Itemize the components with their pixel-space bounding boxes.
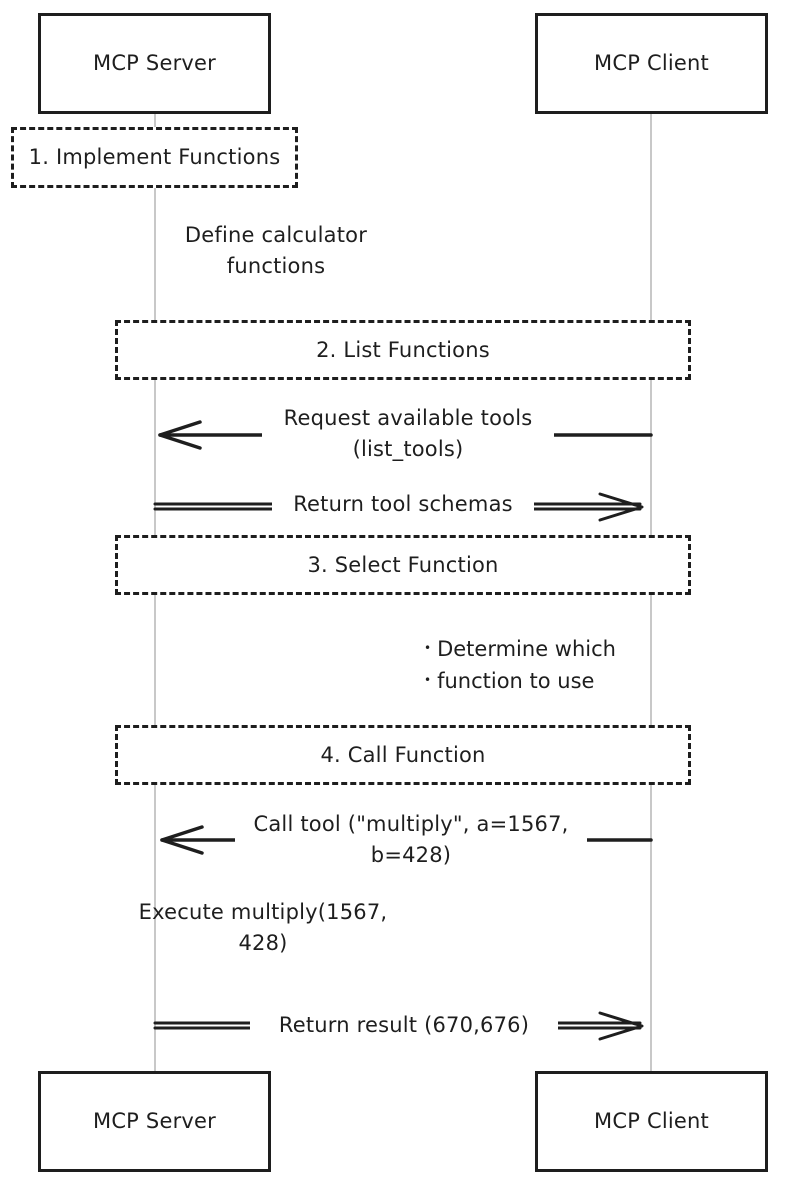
client-participant-bottom[interactable]: MCP Client: [535, 1071, 768, 1172]
step-implement-functions[interactable]: 1. Implement Functions: [11, 127, 298, 188]
message-return-schemas: Return tool schemas: [272, 489, 534, 520]
step-label: 2. List Functions: [316, 337, 490, 362]
message-return-result: Return result (670,676): [250, 1010, 558, 1041]
step-label: 4. Call Function: [320, 742, 486, 767]
note-line: Determine which: [424, 633, 616, 665]
message-request-tools: Request available tools (list_tools): [262, 403, 554, 465]
step-list-functions[interactable]: 2. List Functions: [115, 320, 691, 380]
client-participant-label: MCP Client: [594, 1109, 709, 1134]
server-participant-label: MCP Server: [93, 1109, 216, 1134]
step-call-function[interactable]: 4. Call Function: [115, 725, 691, 785]
note-determine-function: Determine which function to use: [424, 633, 616, 697]
note-define-functions: Define calculator functions: [184, 223, 368, 278]
server-participant-bottom[interactable]: MCP Server: [38, 1071, 271, 1172]
step-select-function[interactable]: 3. Select Function: [115, 535, 691, 595]
client-participant-top[interactable]: MCP Client: [535, 13, 768, 114]
server-participant-label: MCP Server: [93, 51, 216, 76]
note-execute-multiply: Execute multiply(1567, 428): [138, 900, 388, 955]
message-call-tool: Call tool ("multiply", a=1567, b=428): [235, 809, 587, 871]
client-participant-label: MCP Client: [594, 51, 709, 76]
step-label: 1. Implement Functions: [28, 145, 281, 170]
server-participant-top[interactable]: MCP Server: [38, 13, 271, 114]
step-label: 3. Select Function: [307, 552, 499, 577]
note-line: function to use: [424, 665, 616, 697]
